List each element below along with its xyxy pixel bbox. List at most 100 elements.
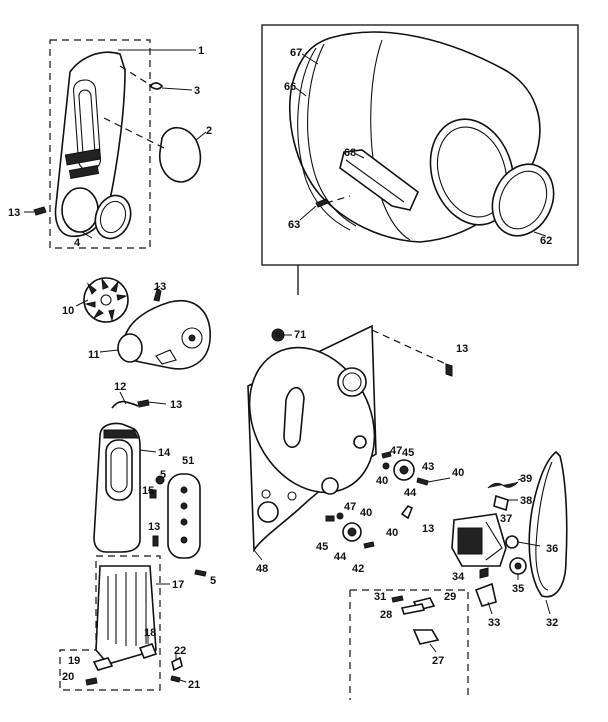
motor-37-face bbox=[485, 521, 503, 561]
clip-3-leader bbox=[119, 65, 153, 87]
duct-group bbox=[33, 39, 202, 249]
screw-21 bbox=[170, 675, 181, 683]
label-part-40c: 40 bbox=[360, 507, 372, 519]
fan-blade-7 bbox=[108, 309, 115, 322]
label-part-47a: 47 bbox=[390, 445, 402, 457]
drum-rim-inner bbox=[307, 43, 357, 227]
washer-47a bbox=[382, 462, 390, 470]
label-part-38: 38 bbox=[520, 495, 532, 507]
motor-37-shade bbox=[457, 527, 483, 555]
clip-3 bbox=[148, 82, 164, 90]
control-51 bbox=[167, 473, 201, 559]
bracket-13-mid bbox=[400, 504, 414, 520]
label-part-12: 12 bbox=[114, 381, 126, 393]
leader-39 bbox=[517, 477, 525, 481]
gasket-2 bbox=[158, 126, 202, 183]
duct-screen-2 bbox=[68, 165, 100, 179]
label-part-51: 51 bbox=[182, 455, 194, 467]
label-part-14: 14 bbox=[158, 447, 171, 459]
rear-panel-group bbox=[247, 324, 453, 553]
blower-port-dot bbox=[188, 334, 196, 342]
blower-port bbox=[181, 327, 203, 349]
leader-66 bbox=[295, 87, 307, 97]
rear-panel-vent bbox=[283, 386, 305, 448]
label-part-37: 37 bbox=[500, 513, 512, 525]
screw-13-rear bbox=[445, 363, 453, 377]
leader-lines bbox=[24, 49, 551, 683]
clip-31 bbox=[391, 595, 404, 603]
label-part-13a: 13 bbox=[8, 207, 20, 219]
blower-flange bbox=[155, 349, 177, 365]
grommet-71 bbox=[271, 328, 285, 342]
spring-39 bbox=[487, 481, 519, 489]
blower-inlet bbox=[117, 333, 143, 363]
baffle-edge bbox=[345, 159, 405, 203]
screw-13-blower bbox=[153, 289, 162, 302]
fan-blade-4 bbox=[116, 294, 128, 301]
leader-48 bbox=[253, 549, 263, 561]
switch-group bbox=[349, 582, 497, 700]
washer-47b bbox=[336, 512, 344, 520]
label-part-40b: 40 bbox=[376, 475, 388, 487]
screw-5-lower bbox=[194, 569, 207, 577]
washer-45a bbox=[381, 451, 392, 459]
blower-group bbox=[83, 277, 211, 370]
rear-panel-hole3 bbox=[257, 501, 279, 523]
drum-box-frame bbox=[261, 24, 579, 266]
pulley-35-hub bbox=[514, 562, 522, 570]
bracket-33 bbox=[474, 582, 497, 607]
leader-4 bbox=[81, 231, 93, 239]
label-part-39: 39 bbox=[520, 473, 532, 485]
terminal-19 bbox=[92, 657, 114, 671]
drum-rim-66 bbox=[297, 47, 351, 231]
part-labels: 1 3 2 13 4 67 66 68 63 62 13 10 11 12 13… bbox=[8, 45, 558, 691]
label-part-1: 1 bbox=[198, 45, 204, 57]
fan-10-hub bbox=[100, 294, 112, 306]
heater-bracket-18 bbox=[138, 643, 158, 659]
rear-panel-hole4 bbox=[261, 489, 271, 499]
label-part-13e: 13 bbox=[456, 343, 468, 355]
heater-housing-group bbox=[93, 399, 207, 577]
fan-blade-3 bbox=[110, 280, 119, 293]
label-part-13c: 13 bbox=[170, 399, 182, 411]
leader-13b bbox=[153, 285, 161, 291]
label-part-71: 71 bbox=[294, 329, 306, 341]
label-part-45b: 45 bbox=[316, 541, 328, 553]
switch-27 bbox=[412, 629, 440, 645]
fan-blade-1 bbox=[86, 282, 97, 295]
leader-13c bbox=[147, 401, 167, 405]
leader-3 bbox=[161, 87, 193, 91]
leader-68 bbox=[355, 153, 365, 159]
label-part-45a: 45 bbox=[402, 447, 414, 459]
heater-window-inner bbox=[110, 447, 128, 493]
label-part-62: 62 bbox=[540, 235, 552, 247]
bolt-43 bbox=[416, 477, 429, 486]
duct-outlet bbox=[61, 187, 99, 233]
belt-32 bbox=[528, 450, 568, 598]
heater-top-band bbox=[103, 429, 139, 439]
label-part-18: 18 bbox=[144, 627, 156, 639]
washer-45b bbox=[325, 515, 335, 522]
label-part-40a: 40 bbox=[452, 467, 464, 479]
seal-4 bbox=[94, 194, 132, 240]
label-part-27: 27 bbox=[432, 655, 444, 667]
label-part-43: 43 bbox=[422, 461, 434, 473]
leader-2 bbox=[195, 131, 207, 141]
label-part-11: 11 bbox=[88, 349, 100, 361]
leader-40a bbox=[427, 477, 451, 483]
label-part-21: 21 bbox=[188, 679, 200, 691]
fan-blade-2 bbox=[101, 277, 109, 290]
label-part-22: 22 bbox=[174, 645, 186, 657]
baffle-68 bbox=[339, 149, 419, 211]
bracket-22 bbox=[171, 656, 183, 672]
idler-group bbox=[325, 451, 429, 549]
label-part-4: 4 bbox=[74, 237, 81, 249]
bracket-38 bbox=[493, 494, 509, 512]
label-part-44a: 44 bbox=[404, 487, 417, 499]
leader-62 bbox=[533, 231, 547, 237]
heater-window bbox=[105, 439, 133, 501]
motor-group bbox=[451, 450, 568, 598]
label-part-32: 32 bbox=[546, 617, 558, 629]
duct-screen bbox=[64, 148, 102, 166]
rear-panel-hole2 bbox=[321, 477, 339, 495]
